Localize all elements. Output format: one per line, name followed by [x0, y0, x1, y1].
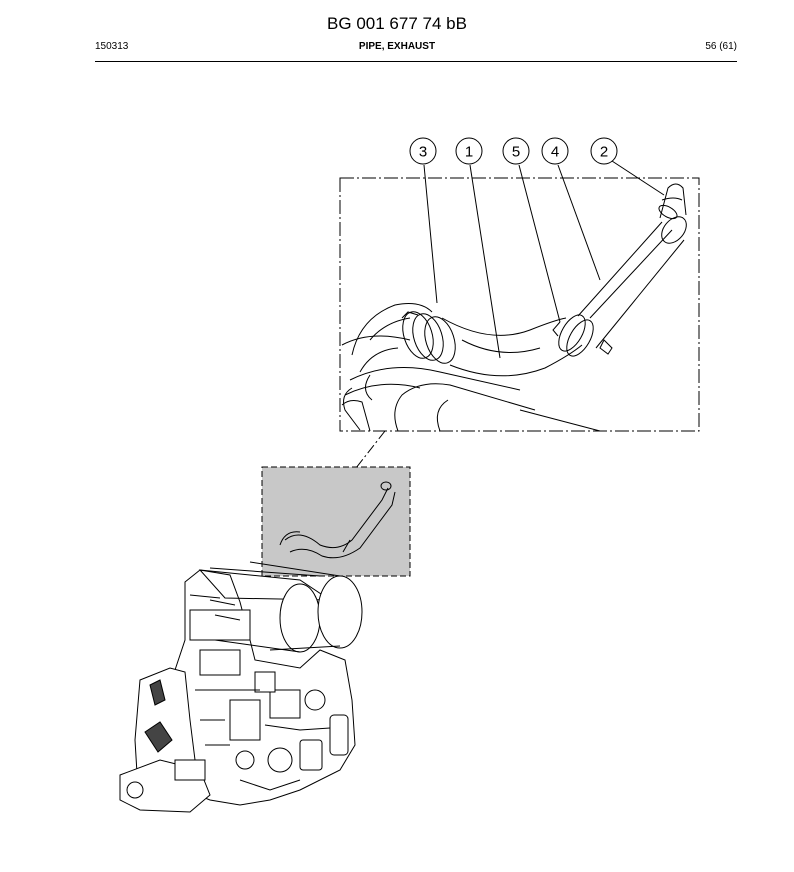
detail-view: [339, 160, 700, 432]
muffler-drums: [198, 561, 363, 653]
engine-block: [119, 569, 356, 813]
document-title: BG 001 677 74 bB: [327, 14, 467, 33]
callout-3-label: 3: [419, 144, 427, 161]
highlight-zone: [261, 466, 411, 577]
clamp-5: [552, 314, 594, 357]
section-title: PIPE, EXHAUST: [358, 41, 436, 52]
callout-2: 2: [590, 137, 618, 165]
callout-5-label: 5: [512, 144, 520, 161]
clamp-3: [401, 311, 456, 364]
callout-4: 4: [541, 137, 569, 165]
detail-frame: [339, 177, 700, 432]
muffler-background: [341, 335, 601, 432]
callout-4-label: 4: [551, 144, 559, 161]
callout-1: 1: [455, 137, 483, 165]
callouts: 3 1 5 4 2: [409, 137, 618, 165]
pipe-4: [577, 216, 687, 355]
elbow-part: [351, 303, 433, 373]
pipe-1: [441, 317, 583, 377]
callout-1-label: 1: [465, 144, 473, 161]
highlight-pipe: [279, 481, 396, 559]
page-number: 56 (61): [705, 41, 737, 52]
callout-2-label: 2: [600, 144, 608, 161]
engine-overview: [119, 466, 411, 813]
end-piece-2: [658, 183, 687, 220]
leader-lines: [423, 160, 665, 359]
header-rule: [95, 61, 737, 62]
callout-5: 5: [502, 137, 530, 165]
document-code: 150313: [95, 41, 129, 52]
callout-3: 3: [409, 137, 437, 165]
detail-connector-line: [355, 430, 386, 469]
